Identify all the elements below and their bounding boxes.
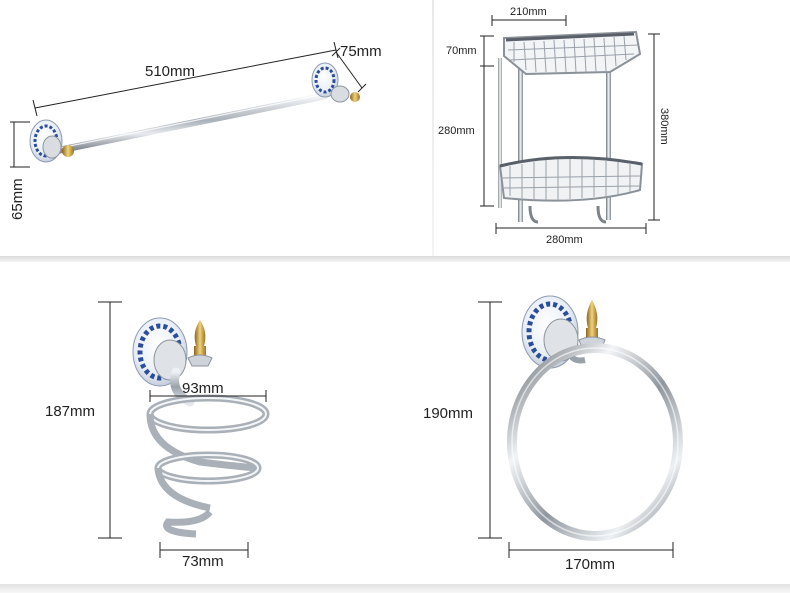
- horizontal-divider: [0, 256, 790, 262]
- hair-holder-bottom-width-label: 73mm: [182, 553, 224, 570]
- towel-bar-depth-label: 75mm: [340, 43, 382, 60]
- towel-ring-drawing: 190mm 170mm: [423, 295, 683, 573]
- towel-ring-product: [507, 295, 683, 541]
- shelf-total-height-label: 380mm: [658, 108, 670, 145]
- towel-ring-width-label: 170mm: [565, 556, 615, 573]
- corner-shelf-product: [498, 30, 644, 224]
- vertical-divider: [432, 0, 434, 256]
- bottom-divider: [0, 584, 790, 593]
- hair-holder-top-width-label: 93mm: [182, 380, 224, 397]
- shelf-base-width-label: 280mm: [546, 234, 583, 246]
- corner-shelf-drawing: 210mm 70mm 280mm 380mm 280mm: [438, 6, 670, 246]
- corner-shelf-panel: 210mm 70mm 280mm 380mm 280mm: [434, 0, 790, 256]
- hair-holder-height-label: 187mm: [45, 403, 95, 420]
- towel-ring-height-label: 190mm: [423, 405, 473, 422]
- hair-holder-drawing: 187mm 93mm 73mm: [45, 301, 270, 570]
- shelf-spacing-label: 280mm: [438, 125, 475, 137]
- hair-dryer-holder-product: [132, 317, 270, 538]
- towel-bar-product: [29, 62, 360, 163]
- shelf-basket-height-label: 70mm: [446, 45, 477, 57]
- towel-bar-drawing: 510mm 75mm 65mm: [9, 41, 382, 220]
- towel-bar-height-label: 65mm: [9, 178, 26, 220]
- shelf-top-width-label: 210mm: [510, 6, 547, 18]
- hair-holder-panel: 187mm 93mm 73mm: [0, 262, 395, 586]
- towel-ring-panel: 190mm 170mm: [395, 262, 790, 586]
- towel-bar-panel: 510mm 75mm 65mm: [0, 0, 432, 256]
- towel-bar-length-label: 510mm: [145, 63, 195, 80]
